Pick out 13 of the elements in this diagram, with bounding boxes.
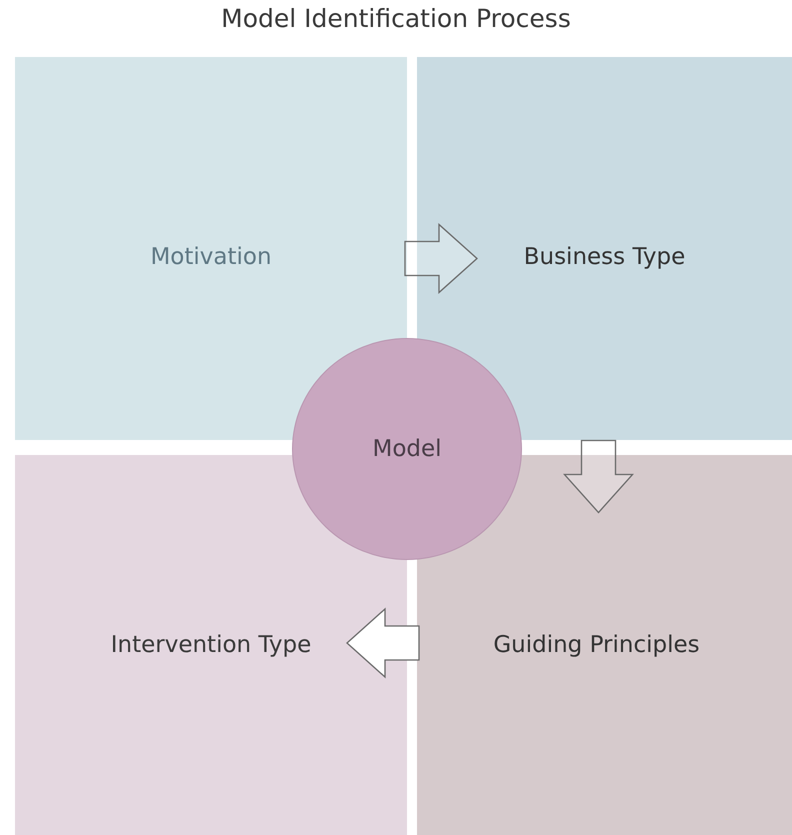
node-label: Business Type: [524, 244, 686, 270]
block-arrow: [563, 440, 634, 514]
node-label: Guiding Principles: [493, 632, 700, 658]
quadrant-panel: [417, 455, 792, 835]
quadrant-panel: [15, 455, 407, 835]
block-arrow: [404, 223, 478, 294]
block-arrow: [346, 608, 420, 678]
node-label: Intervention Type: [110, 632, 312, 658]
node-label: Motivation: [150, 244, 272, 270]
node-label: Model: [372, 436, 442, 462]
quadrant-panel: [15, 57, 407, 440]
quadrant-panel: [417, 57, 792, 440]
diagram-title: Model Identification Process: [220, 4, 572, 33]
